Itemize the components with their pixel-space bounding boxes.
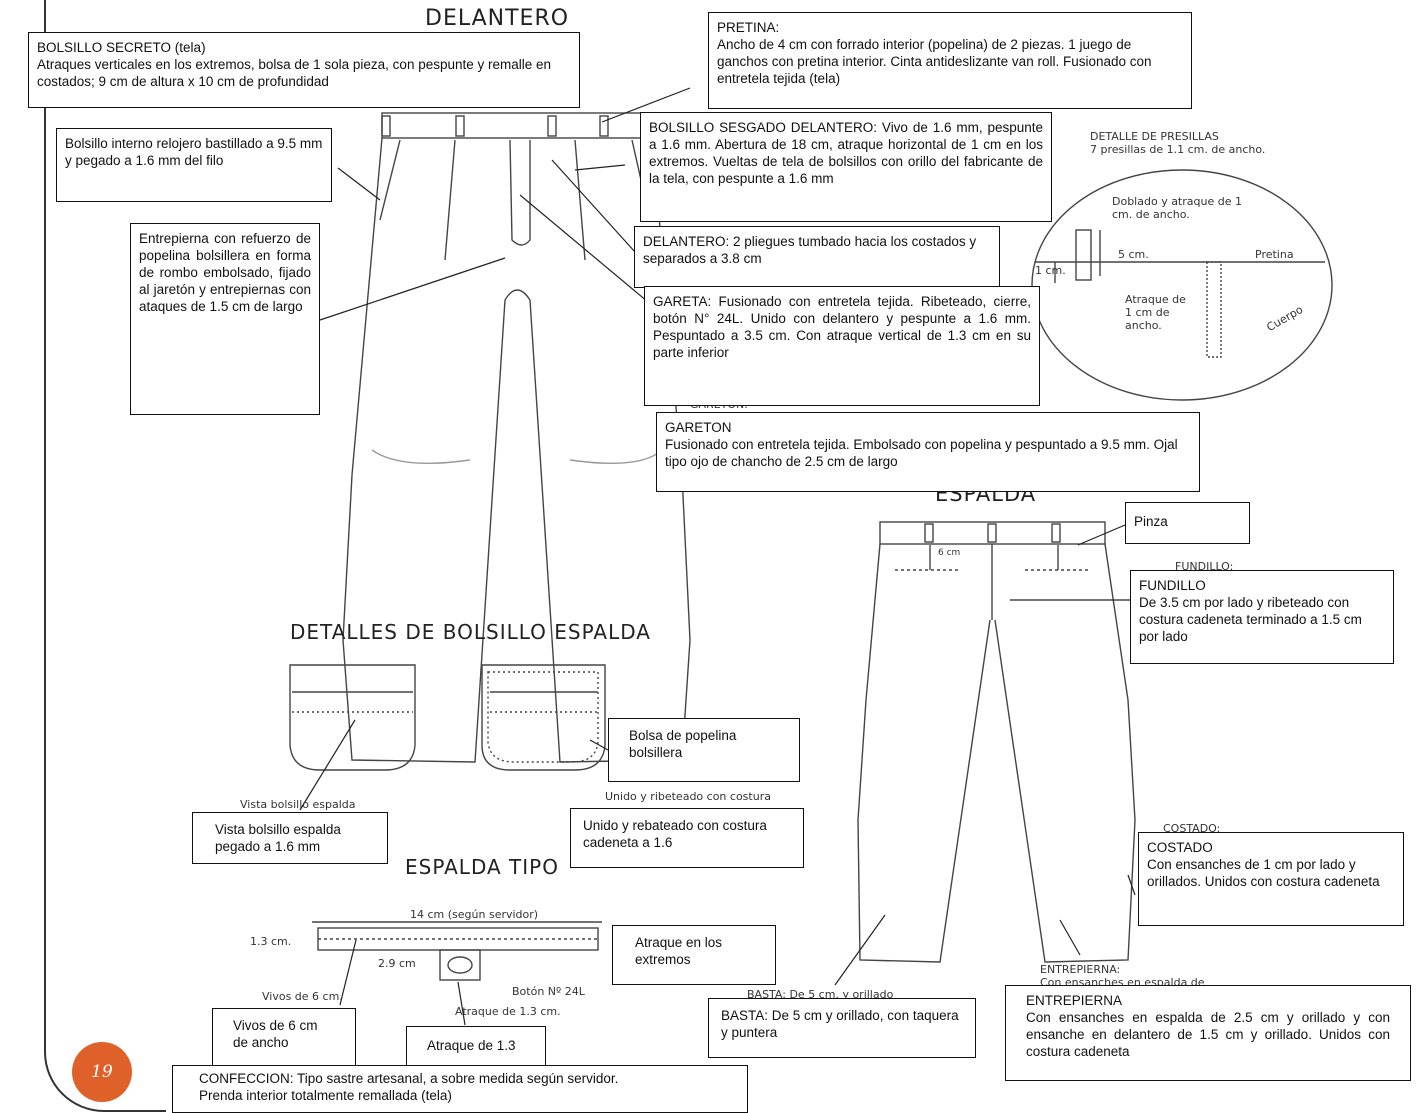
atraque-extremos-callout: Atraque en los extremos <box>612 925 776 985</box>
atraque-13-caption: Atraque de 1.3 cm. <box>455 1005 561 1018</box>
fundillo-title: FUNDILLO <box>1139 578 1206 593</box>
bolsillo-interno-text: Bolsillo interno relojero bastillado a 9… <box>65 136 323 168</box>
costado-text: Con ensanches de 1 cm por lado y orillad… <box>1147 857 1380 889</box>
bolsillo-secreto-title: BOLSILLO SECRETO (tela) <box>37 40 206 55</box>
espalda-tipo-heading: ESPALDA TIPO <box>405 855 559 879</box>
vivos-6-caption: Vivos de 6 cm. <box>262 990 343 1003</box>
basta-text: BASTA: De 5 cm y orillado, con taquera y… <box>721 1008 959 1040</box>
entrepierna-back-text: Con ensanches en espalda de 2.5 cm y ori… <box>1026 1010 1390 1059</box>
dos-nueve-label: 2.9 cm <box>378 957 416 970</box>
bolsillo-sesgado-callout: BOLSILLO SESGADO DELANTERO: Vivo de 1.6 … <box>640 112 1052 222</box>
bolsa-popelina-callout: Bolsa de popelina bolsillera <box>608 718 800 782</box>
bolsa-popelina-text: Bolsa de popelina bolsillera <box>629 728 737 760</box>
bolsillo-secreto-text: Atraques verticales en los extremos, bol… <box>37 57 552 89</box>
vivos-text: Vivos de 6 cm de ancho <box>233 1018 318 1050</box>
fundillo-caption: FUNDILLO: <box>1175 560 1234 573</box>
vivos-callout: Vivos de 6 cm de ancho <box>212 1008 356 1066</box>
cinco-cm-label: 5 cm. <box>1118 248 1149 261</box>
catorce-cm-label: 14 cm (según servidor) <box>410 908 539 921</box>
pretina-label: Pretina <box>1255 248 1294 261</box>
gareton-callout: GARETON Fusionado con entretela tejida. … <box>656 412 1200 492</box>
unido-rebateado-text: Unido y rebateado con costura cadeneta a… <box>583 818 767 850</box>
pretina-title: PRETINA: <box>717 20 780 35</box>
pinza-text: Pinza <box>1134 514 1168 529</box>
presillas-title: DETALLE DE PRESILLAS <box>1090 130 1219 143</box>
confeccion-callout: CONFECCION: Tipo sastre artesanal, a sob… <box>172 1065 748 1113</box>
pretina-callout: PRETINA: Ancho de 4 cm con forrado inter… <box>708 12 1192 109</box>
presillas-sub: 7 presillas de 1.1 cm. de ancho. <box>1090 143 1266 156</box>
gareton-title: GARETON <box>665 420 732 435</box>
bolsillo-secreto-callout: BOLSILLO SECRETO (tela) Atraques vertica… <box>28 32 580 108</box>
welt-pocket-drawing <box>312 921 602 981</box>
entrepierna-back-title: ENTREPIERNA <box>1026 993 1123 1008</box>
bolsillo-sesgado-text: BOLSILLO SESGADO DELANTERO: Vivo de 1.6 … <box>649 120 1043 186</box>
basta-callout: BASTA: De 5 cm y orillado, con taquera y… <box>708 998 976 1058</box>
entrepierna-front-text: Entrepierna con refuerzo de popelina bol… <box>139 231 311 314</box>
uno-tres-label: 1.3 cm. <box>250 935 292 948</box>
pinza-callout: Pinza <box>1125 502 1250 544</box>
entrepierna-back-callout: ENTREPIERNA Con ensanches en espalda de … <box>1005 985 1411 1081</box>
atraque-13-text: Atraque de 1.3 <box>427 1038 516 1053</box>
fundillo-callout: FUNDILLO De 3.5 cm por lado y ribeteado … <box>1130 570 1394 664</box>
fundillo-text: De 3.5 cm por lado y ribeteado con costu… <box>1139 595 1362 644</box>
unido-ribeteado-caption: Unido y ribeteado con costura <box>605 790 771 803</box>
costado-caption: COSTADO: <box>1163 822 1221 835</box>
boton-label: Botón Nº 24L <box>512 985 585 998</box>
vista-bolsillo-caption: Vista bolsillo espalda <box>240 798 356 811</box>
gareta-callout: GARETA: Fusionado con entretela tejida. … <box>644 286 1040 406</box>
page-number-badge: 19 <box>72 1042 132 1102</box>
atraque-1cm-label: Atraque de 1 cm de ancho. <box>1125 293 1186 332</box>
delantero-callout: DELANTERO: 2 pliegues tumbado hacia los … <box>634 226 1000 288</box>
back-trousers-drawing <box>857 521 1136 963</box>
confeccion-title: CONFECCION: Tipo sastre artesanal, a sob… <box>199 1071 619 1086</box>
entrepierna-caption: ENTREPIERNA: <box>1040 963 1121 976</box>
vista-bolsillo-text: Vista bolsillo espalda pegado a 1.6 mm <box>215 822 341 854</box>
costado-callout: COSTADO Con ensanches de 1 cm por lado y… <box>1138 832 1404 926</box>
back-pocket-detail-drawing <box>289 664 606 771</box>
unido-rebateado-callout: Unido y rebateado con costura cadeneta a… <box>570 808 804 868</box>
callout-arrows <box>299 87 1140 1026</box>
basta-caption: BASTA: De 5 cm. y orillado <box>747 988 894 1001</box>
confeccion-text: Prenda interior totalmente remallada (te… <box>199 1088 452 1103</box>
detalles-bolsillo-heading: DETALLES DE BOLSILLO ESPALDA <box>290 620 651 644</box>
entrepierna-front-callout: Entrepierna con refuerzo de popelina bol… <box>130 223 320 415</box>
page-frame-line <box>44 0 46 1040</box>
bolsillo-interno-callout: Bolsillo interno relojero bastillado a 9… <box>56 128 332 202</box>
pretina-text: Ancho de 4 cm con forrado interior (pope… <box>717 37 1152 86</box>
delantero-text: DELANTERO: 2 pliegues tumbado hacia los … <box>643 234 977 266</box>
doblado-label: Doblado y atraque de 1 cm. de ancho. <box>1112 195 1242 221</box>
vista-bolsillo-callout: Vista bolsillo espalda pegado a 1.6 mm <box>192 812 388 864</box>
delantero-heading: DELANTERO <box>425 6 570 31</box>
gareta-text: GARETA: Fusionado con entretela tejida. … <box>653 294 1031 360</box>
gareton-text: Fusionado con entretela tejida. Embolsad… <box>665 437 1178 469</box>
atraque-extremos-text: Atraque en los extremos <box>635 935 723 967</box>
presillas-detail-drawing <box>1031 169 1333 401</box>
costado-title: COSTADO <box>1147 840 1213 855</box>
atraque-13-callout: Atraque de 1.3 <box>406 1026 546 1066</box>
page-number: 19 <box>91 1062 113 1082</box>
seis-cm-label: 6 cm <box>938 548 961 558</box>
un-cm-label: 1 cm. <box>1035 264 1066 277</box>
